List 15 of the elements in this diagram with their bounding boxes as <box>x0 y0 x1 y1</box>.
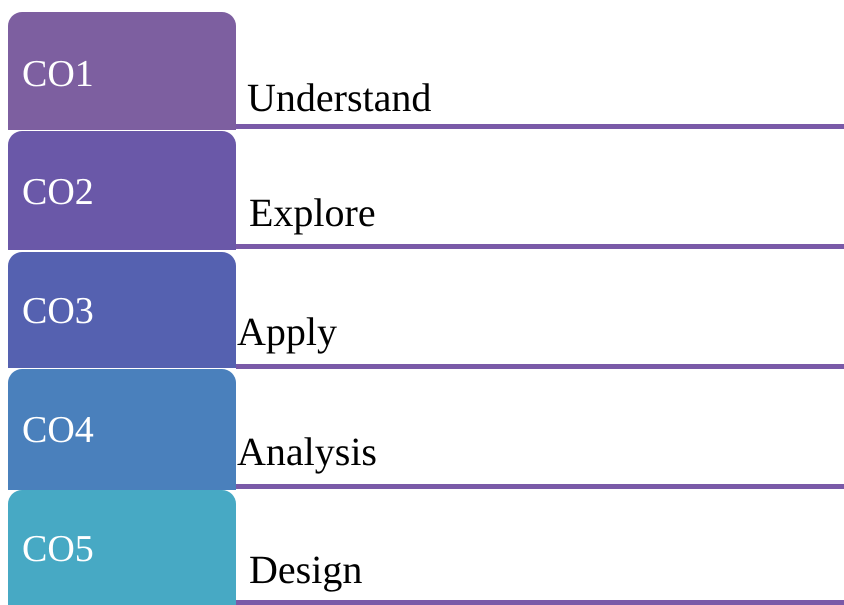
tab-box <box>8 369 236 490</box>
row-label: Analysis <box>237 429 377 475</box>
tab-label: CO5 <box>22 527 94 571</box>
tab-label: CO2 <box>22 170 94 214</box>
row-label: Apply <box>237 309 337 355</box>
tab-box <box>8 252 236 368</box>
row-label: Explore <box>249 190 376 236</box>
row-label: Understand <box>247 75 432 121</box>
tab-label: CO1 <box>22 52 94 96</box>
tab-label: CO3 <box>22 289 94 333</box>
tab-box <box>8 12 236 130</box>
tab-box <box>8 131 236 250</box>
row-label: Design <box>249 547 362 593</box>
tab-label: CO4 <box>22 408 94 452</box>
tab-box <box>8 490 236 605</box>
